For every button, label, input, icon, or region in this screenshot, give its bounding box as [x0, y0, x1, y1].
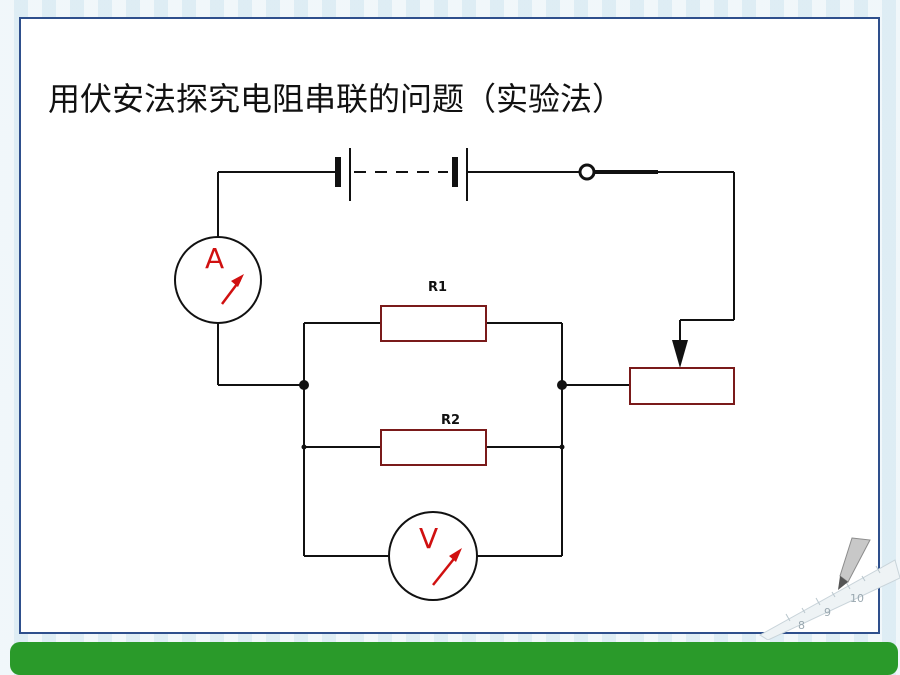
junction-right-r2: [559, 444, 565, 450]
ammeter-label: A: [205, 242, 224, 275]
resistor-r2: [380, 429, 487, 466]
ruler-body: [759, 559, 900, 640]
ruler-decoration: 8 9 10: [759, 537, 900, 640]
pencil-body: [839, 537, 871, 583]
ruler-mark-8: 8: [798, 619, 805, 632]
switch-contact: [578, 163, 596, 181]
pencil-tip: [838, 576, 848, 590]
junction-left-r2: [301, 444, 307, 450]
resistor-r2-label: R2: [441, 413, 460, 428]
resistor-r1-label: R1: [428, 280, 447, 295]
voltmeter-needle: [432, 554, 458, 586]
voltmeter-needle-head: [449, 548, 462, 562]
slide-title: 用伏安法探究电阻串联的问题（实验法）: [48, 80, 625, 118]
ammeter-circle: [174, 236, 262, 324]
footer-bar: [10, 642, 898, 675]
junction-left: [299, 380, 309, 390]
ammeter: A: [174, 236, 262, 324]
voltmeter-circle: [388, 511, 478, 601]
ruler-mark-9: 9: [824, 606, 831, 619]
ruler-mark-10: 10: [850, 592, 864, 605]
junction-right: [557, 380, 567, 390]
rheostat: [629, 367, 735, 405]
resistor-r1: [380, 305, 487, 342]
voltmeter-label: V: [419, 522, 438, 555]
rheostat-slider-arrow: [672, 340, 688, 368]
ammeter-needle-head: [231, 274, 244, 287]
voltmeter: V: [388, 511, 478, 601]
